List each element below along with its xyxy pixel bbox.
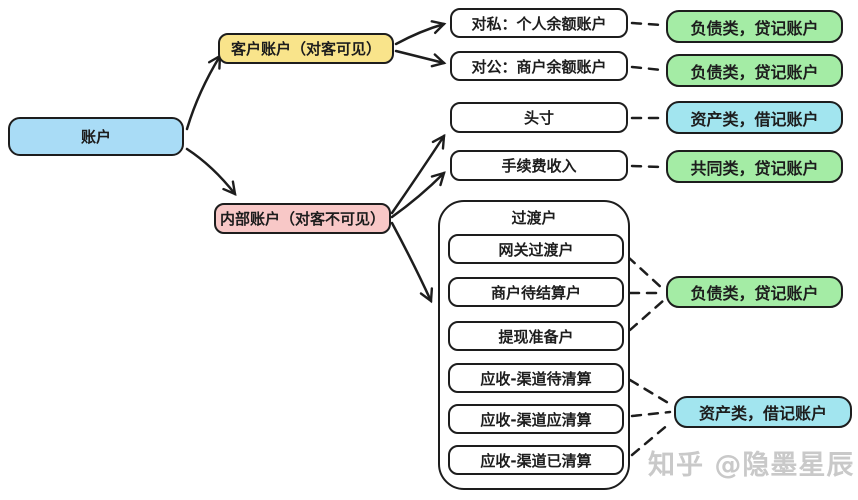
node-account: 账户	[8, 117, 184, 156]
edge-internal-to-transition	[390, 221, 434, 304]
edge-customer-to-merchant	[394, 49, 447, 68]
node-fee-income-label: 手续费收入	[501, 157, 577, 175]
class-liability-credit-transition: 负债类，贷记账户	[666, 276, 843, 308]
node-withdrawal-reserve-label: 提现准备户	[498, 327, 574, 346]
node-receivable-channel-cleared-label: 应收-渠道已清算	[480, 451, 592, 470]
node-merchant-balance-label: 对公：商户余额账户	[471, 57, 607, 76]
link-gateway-to-liability	[626, 255, 665, 291]
link-recv-due-to-asset	[630, 410, 672, 418]
node-receivable-channel-due-label: 应收-渠道应清算	[480, 410, 592, 429]
zhihu-watermark: 知乎 @隐墨星辰	[648, 450, 855, 481]
edge-account-to-internal	[185, 147, 237, 196]
class-liability-credit-merchant: 负债类，贷记账户	[666, 54, 843, 87]
edge-account-to-customer	[185, 53, 222, 131]
node-position-label: 头寸	[523, 109, 554, 127]
link-reserve-to-liability	[628, 298, 666, 332]
class-asset-debit-receivable: 资产类，借记账户	[674, 396, 852, 428]
node-merchant-pending-settlement: 商户待结算户	[448, 277, 624, 307]
class-asset-debit-receivable-label: 资产类，借记账户	[698, 404, 827, 423]
node-receivable-channel-due: 应收-渠道应清算	[448, 404, 624, 434]
node-withdrawal-reserve: 提现准备户	[448, 321, 624, 351]
link-fee-to-common	[630, 164, 664, 169]
class-liability-credit-personal-label: 负债类，贷记账户	[690, 18, 819, 38]
class-liability-credit-transition-label: 负债类，贷记账户	[690, 284, 819, 303]
node-gateway-transition-label: 网关过渡户	[498, 240, 574, 259]
node-merchant-balance: 对公：商户余额账户	[450, 51, 628, 81]
transition-group-title: 过渡户	[511, 209, 557, 227]
node-receivable-channel-pending: 应收-渠道待清算	[448, 363, 624, 393]
node-merchant-pending-settlement-label: 商户待结算户	[490, 283, 581, 302]
node-internal-account: 内部账户（对客不可见）	[214, 203, 391, 234]
edge-customer-to-personal	[394, 20, 447, 46]
class-asset-debit-position-label: 资产类，借记账户	[690, 109, 819, 129]
class-asset-debit-position: 资产类，借记账户	[666, 101, 843, 134]
node-fee-income: 手续费收入	[450, 150, 628, 181]
node-receivable-channel-pending-label: 应收-渠道待清算	[480, 369, 592, 388]
node-account-label: 账户	[80, 128, 111, 146]
class-liability-credit-merchant-label: 负债类，贷记账户	[690, 62, 819, 82]
link-merchant-to-liability	[630, 65, 664, 72]
edge-internal-to-position	[390, 133, 446, 215]
node-personal-balance: 对私：个人余额账户	[450, 8, 628, 38]
node-customer-account: 客户账户（对客可见）	[218, 33, 394, 64]
node-internal-account-label: 内部账户（对客不可见）	[219, 210, 385, 228]
class-liability-credit-personal: 负债类，贷记账户	[666, 10, 843, 43]
node-transition-group: 过渡户 网关过渡户 商户待结算户 提现准备户 应收-渠道待清算 应收-渠道应清算…	[438, 200, 630, 490]
node-customer-account-label: 客户账户（对客可见）	[230, 40, 381, 58]
node-position: 头寸	[450, 102, 628, 133]
class-common-credit-fee: 共同类，贷记账户	[666, 150, 843, 183]
link-recv-pending-to-asset	[628, 378, 672, 406]
node-personal-balance-label: 对私：个人余额账户	[471, 14, 607, 33]
edge-internal-to-fee	[390, 171, 446, 219]
link-personal-to-liability	[630, 21, 664, 27]
node-receivable-channel-cleared: 应收-渠道已清算	[448, 445, 624, 475]
class-common-credit-fee-label: 共同类，贷记账户	[690, 158, 819, 178]
node-gateway-transition: 网关过渡户	[448, 234, 624, 264]
link-recv-cleared-to-asset	[630, 421, 672, 457]
